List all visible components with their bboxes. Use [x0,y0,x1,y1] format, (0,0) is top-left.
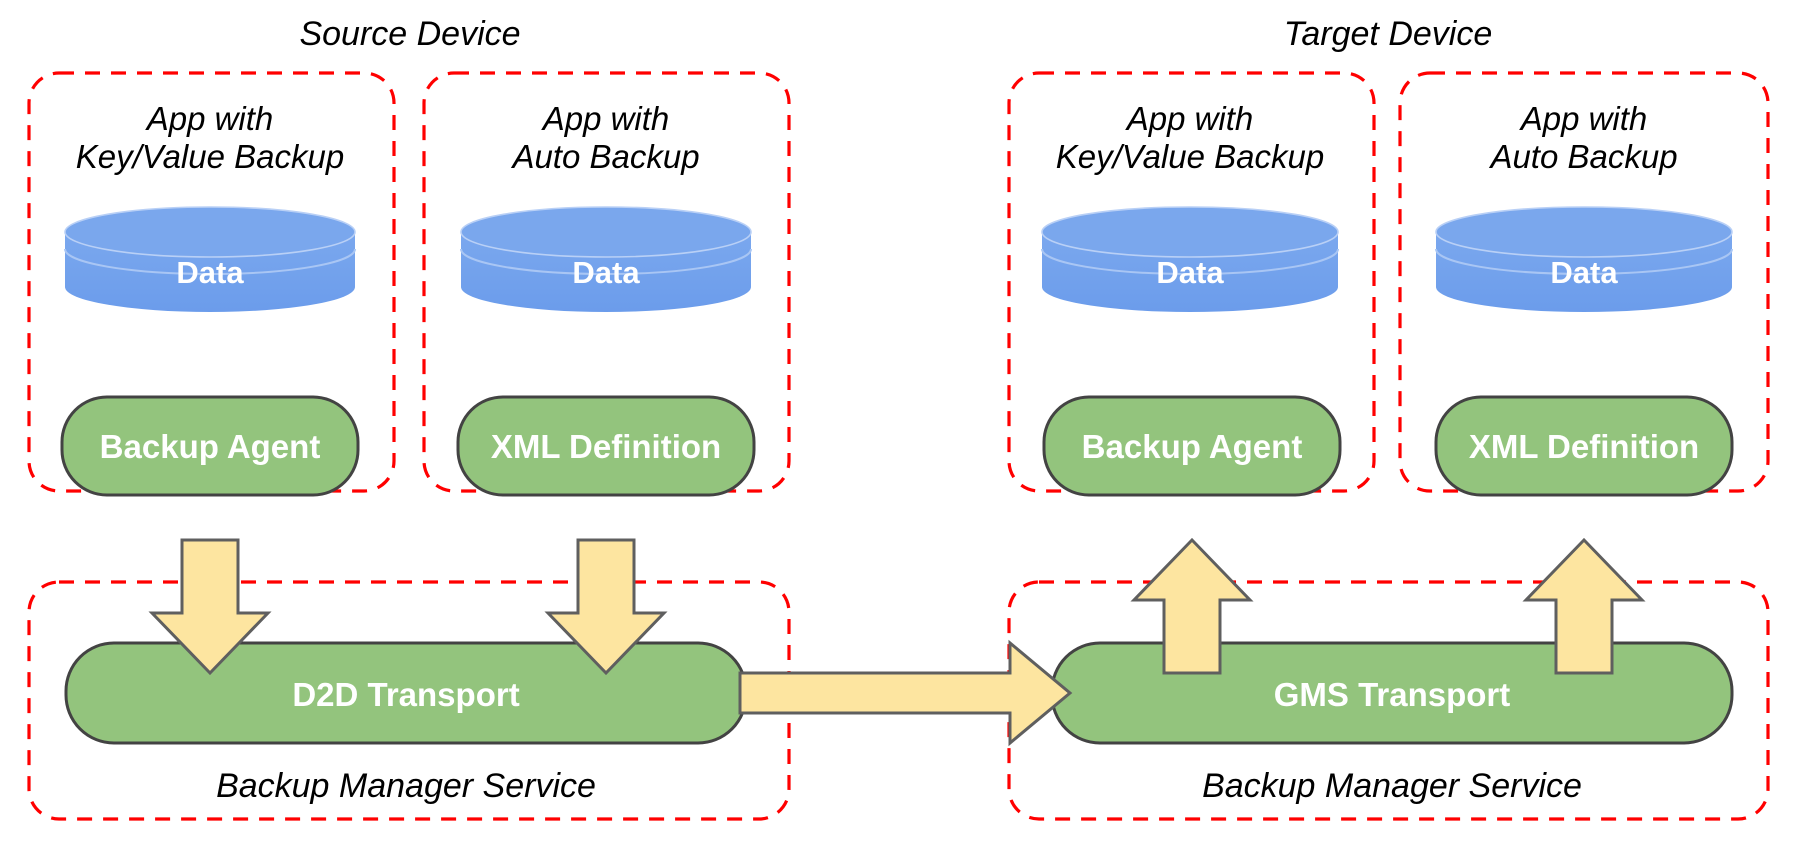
component-pill-shape-tgt-auto[interactable] [1434,395,1734,497]
cylinder-rim-tgt-auto [1435,248,1733,275]
cylinder-top-src-kv [64,206,356,258]
service-label-right: Backup Manager Service [1202,767,1582,805]
arrow-transport-link [738,639,1073,747]
data-cylinder-tgt-auto: Data [1435,206,1733,312]
component-pill-label-tgt-kv: Backup Agent [1082,428,1303,465]
app-title-line1-tgt-kv: App with [1125,100,1254,137]
app-container-tgt-kv: App with Key/Value Backup Data Backup Ag… [1007,71,1376,497]
app-boundary-src-auto [422,71,791,493]
transport-pill-left[interactable]: D2D Transport [64,641,748,745]
source-device-title: Source Device [299,15,520,53]
cylinder-rim-src-auto [460,248,752,275]
component-pill-tgt-kv[interactable]: Backup Agent [1042,395,1342,497]
cylinder-top-tgt-auto [1435,206,1733,258]
app-title-line1-src-kv: App with [145,100,274,137]
component-pill-shape-src-auto[interactable] [456,395,756,497]
component-pill-shape-tgt-kv[interactable] [1042,395,1342,497]
app-boundary-tgt-kv [1007,71,1376,493]
component-pill-shape-src-kv[interactable] [60,395,360,497]
app-boundary-src-kv [27,71,396,493]
transport-pill-label-left: D2D Transport [292,676,519,713]
app-title-line2-tgt-kv: Key/Value Backup [1056,138,1324,175]
app-title-line1-src-auto: App with [541,100,670,137]
app-container-src-kv: App with Key/Value Backup Data Backup Ag… [27,71,396,497]
component-pill-label-src-kv: Backup Agent [100,428,321,465]
arrow-src-auto-down [544,538,668,676]
cylinder-label-src-kv: Data [176,255,244,290]
component-pill-label-tgt-auto: XML Definition [1469,428,1699,465]
data-cylinder-src-kv: Data [64,206,356,312]
arrow-tgt-auto-up [1522,537,1646,675]
app-container-tgt-auto: App with Auto Backup Data XML Definition [1398,71,1770,497]
transport-pill-label-right: GMS Transport [1274,676,1511,713]
app-title-line2-src-auto: Auto Backup [510,138,699,175]
service-label-left: Backup Manager Service [216,767,596,805]
app-title-line2-src-kv: Key/Value Backup [76,138,344,175]
arrow-tgt-kv-up [1130,537,1254,675]
app-title-line2-tgt-auto: Auto Backup [1488,138,1677,175]
component-pill-src-auto[interactable]: XML Definition [456,395,756,497]
data-cylinder-tgt-kv: Data [1041,206,1339,312]
cylinder-rim-src-kv [64,248,356,275]
component-pill-src-kv[interactable]: Backup Agent [60,395,360,497]
target-device-title: Target Device [1284,15,1493,53]
cylinder-top-tgt-kv [1041,206,1339,258]
cylinder-label-src-auto: Data [572,255,640,290]
cylinder-label-tgt-kv: Data [1156,255,1224,290]
component-pill-tgt-auto[interactable]: XML Definition [1434,395,1734,497]
arrow-src-kv-down [148,538,272,676]
transport-pill-right[interactable]: GMS Transport [1050,641,1734,745]
data-cylinder-src-auto: Data [460,206,752,312]
cylinder-rim-tgt-kv [1041,248,1339,275]
cylinder-label-tgt-auto: Data [1550,255,1618,290]
component-pill-label-src-auto: XML Definition [491,428,721,465]
cylinder-top-src-auto [460,206,752,258]
app-container-src-auto: App with Auto Backup Data XML Definition [422,71,791,497]
app-title-line1-tgt-auto: App with [1519,100,1648,137]
